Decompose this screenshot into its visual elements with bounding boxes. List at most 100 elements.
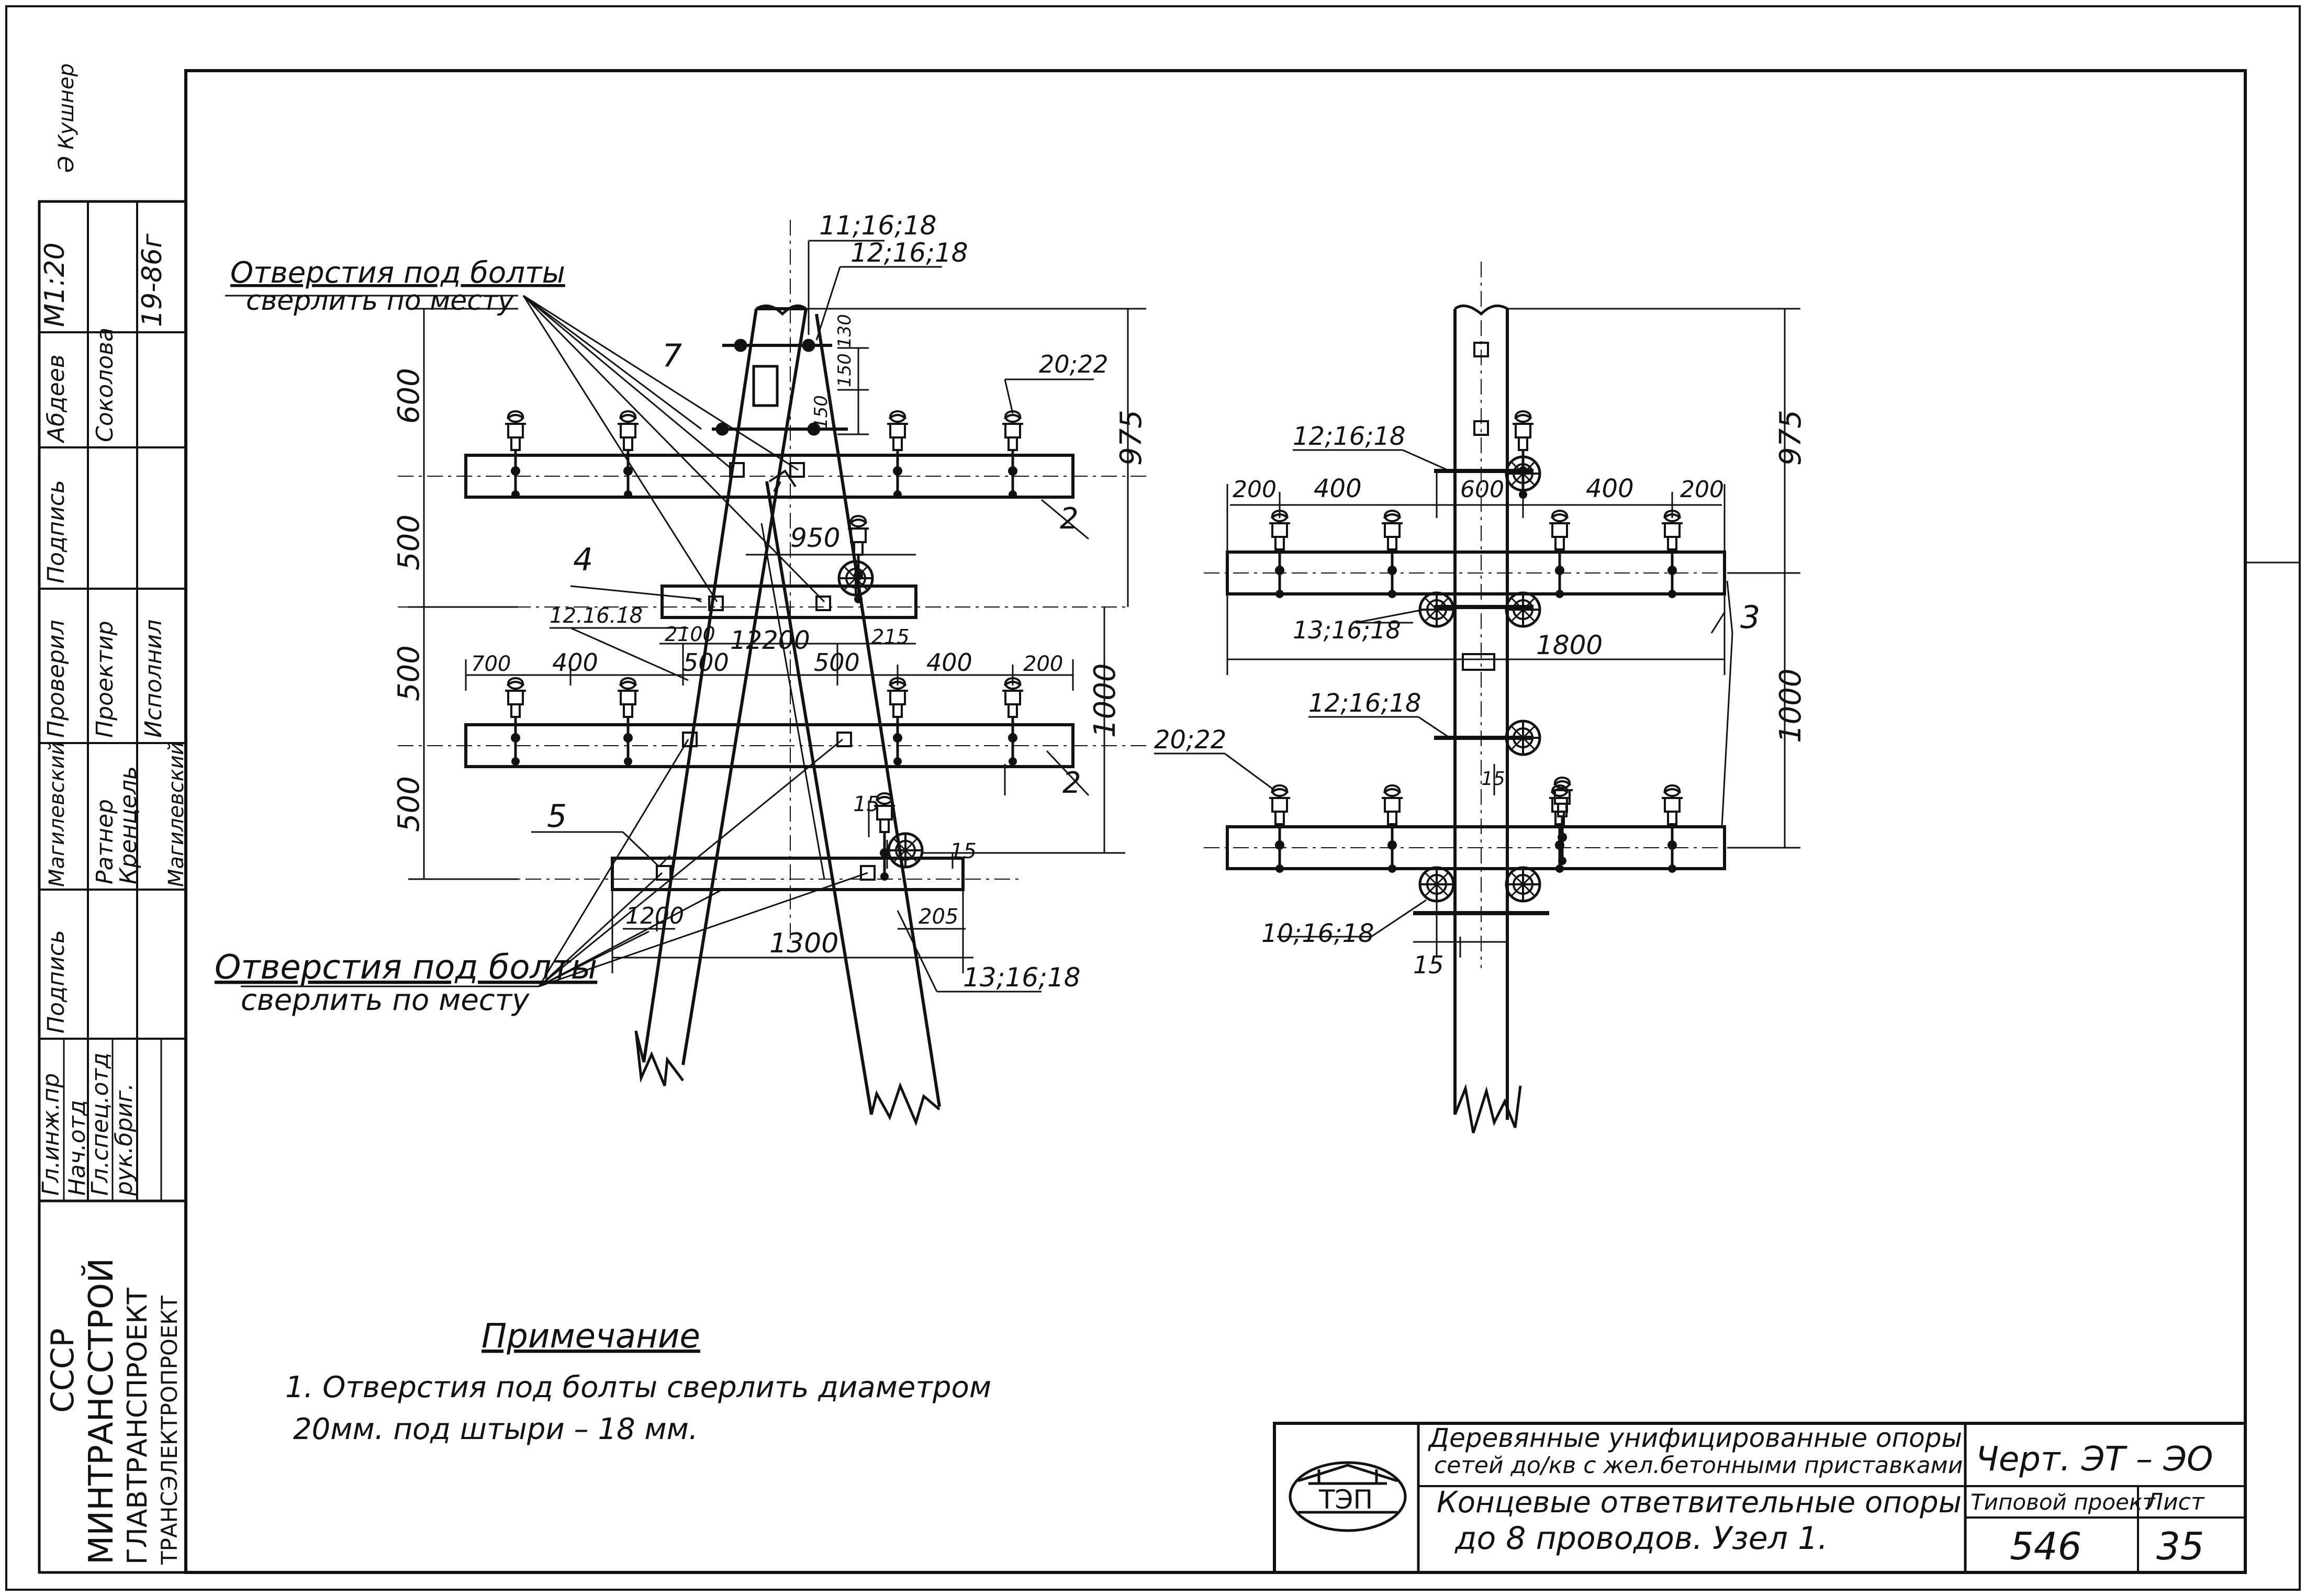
- org-4: ТРАНСЭЛЕКТРОПРОЕКТ: [156, 1296, 182, 1565]
- stamp-check-2: Проектир: [92, 621, 118, 738]
- dim-150a: 150: [811, 395, 832, 429]
- stamp-scale: М1:20: [39, 242, 71, 327]
- dim-v-500b: 500: [392, 645, 426, 701]
- right-dimensions: [1154, 308, 1800, 958]
- stamp-year: 19-86г: [137, 233, 168, 327]
- dim-205: 205: [919, 905, 958, 929]
- pos-2a: 2: [1060, 502, 1079, 536]
- stamp-check-1: Проверил: [43, 620, 70, 738]
- dim-v-1000: 1000: [1088, 663, 1122, 738]
- rv-dim-200b: 200: [1680, 476, 1724, 503]
- ref-12-16-18: 12.16.18: [550, 604, 643, 628]
- dim-15a: 15: [853, 792, 880, 816]
- stamp-name-a3: Кренцель: [115, 766, 142, 884]
- rv-dim-400b: 400: [1586, 474, 1634, 503]
- dim-215: 215: [871, 625, 910, 648]
- tb-desc-2: сетей до/кв с жел.бетонными приставками: [1434, 1452, 1963, 1479]
- title-block: [1273, 1422, 2247, 1574]
- dim-v-500c: 500: [392, 776, 426, 832]
- corner-mark: Ә Кушнер: [54, 63, 79, 173]
- notes: Примечание 1. Отверстия под болты сверли…: [285, 1317, 991, 1446]
- stamp-sign-1: Подпись: [43, 930, 70, 1033]
- rv-ref-4: 20;22: [1154, 725, 1226, 755]
- dim-12200: 12200: [730, 626, 810, 655]
- dim-1200: 1200: [625, 903, 684, 929]
- dim-v-975: 975: [1114, 410, 1148, 466]
- dim-v-500a: 500: [392, 514, 426, 570]
- tb-sheet: 35: [2156, 1524, 2204, 1568]
- stamp-sign-2: Подпись: [43, 480, 70, 583]
- tb-list-label: Лист: [2145, 1489, 2205, 1515]
- dim-h-700: 700: [471, 652, 511, 676]
- dim-150b: 150: [834, 353, 855, 387]
- pos-5: 5: [547, 798, 567, 835]
- ref-13-16-18: 13;16;18: [963, 962, 1081, 993]
- dim-v-600: 600: [392, 368, 426, 424]
- stamp-role-2: Нач.отд: [64, 1100, 91, 1196]
- rv-ref-5: 10;16;18: [1261, 919, 1374, 948]
- dim-h-500b: 500: [814, 648, 860, 677]
- rv-dim-15b: 15: [1413, 951, 1444, 979]
- tb-chert: Черт. ЭТ – ЭО: [1976, 1440, 2213, 1479]
- pos-4: 4: [573, 542, 593, 578]
- right-labels: 12;16;18 13;16;18 12;16;18 20;22 10;16;1…: [1154, 410, 1808, 979]
- stamp-name-c2: Соколова: [92, 328, 118, 442]
- ref-top-1: 11;16;18: [819, 210, 937, 241]
- hole-note-top-2: сверлить по месту: [246, 285, 514, 317]
- dim-2100: 2100: [665, 623, 715, 646]
- pos-7: 7: [662, 338, 682, 374]
- tb-typ-label: Типовой проект: [1971, 1489, 2156, 1515]
- rv-pos-3: 3: [1740, 599, 1760, 636]
- rv-dim-400a: 400: [1314, 474, 1362, 503]
- rv-dim-1800: 1800: [1536, 630, 1603, 660]
- rv-dim-600: 600: [1460, 476, 1504, 503]
- stamp-name-a1: Магилевский: [45, 741, 69, 887]
- rv-ref-1: 12;16;18: [1293, 422, 1406, 451]
- tb-project: 546: [2010, 1524, 2081, 1568]
- right-view: [1204, 262, 1738, 1133]
- rv-dim-15a: 15: [1481, 768, 1505, 790]
- stamp-name-a4: Магилевский: [164, 741, 188, 887]
- left-dimensions: [225, 240, 1146, 993]
- left-view: [398, 220, 1151, 1127]
- stamp-role-1: Гл.инж.пр: [38, 1073, 64, 1196]
- note-line-2: 20мм. под штыри – 18 мм.: [293, 1412, 698, 1446]
- note-line-1: 1. Отверстия под болты сверлить диаметро…: [285, 1370, 991, 1404]
- dim-130: 130: [834, 314, 855, 348]
- tb-desc-1: Деревянные унифицированные опоры: [1428, 1423, 1962, 1453]
- rv-ref-3: 12;16;18: [1308, 689, 1421, 718]
- dim-1300: 1300: [769, 928, 838, 959]
- stamp-role-4: рук.бриг.: [111, 1083, 138, 1196]
- approval-stamp: [38, 200, 187, 1574]
- org-1: СССР: [44, 1328, 81, 1413]
- stamp-name-c1: Абдеев: [43, 354, 70, 444]
- stamp-check-3: Исполнил: [140, 620, 167, 738]
- tb-desc-3: Концевые ответвительные опоры: [1437, 1486, 1962, 1520]
- dim-h-200: 200: [1023, 652, 1063, 676]
- tb-desc-4: до 8 проводов. Узел 1.: [1454, 1520, 1828, 1557]
- pos-2b: 2: [1062, 766, 1081, 800]
- rv-ref-2: 13;16;18: [1293, 616, 1401, 644]
- company-logo: [1289, 1461, 1407, 1532]
- rv-dim-200a: 200: [1233, 476, 1277, 503]
- ref-20-22: 20;22: [1039, 350, 1109, 378]
- org-2: МИНТРАНССТРОЙ: [81, 1258, 121, 1565]
- left-labels: Отверстия под болты сверлить по месту От…: [215, 210, 1148, 1017]
- hole-note-bottom-2: сверлить по месту: [241, 983, 530, 1017]
- rv-dim-975: 975: [1774, 410, 1808, 466]
- ref-top-2: 12;16;18: [850, 238, 968, 268]
- dim-15b: 15: [950, 839, 977, 863]
- note-title: Примечание: [482, 1317, 700, 1356]
- hole-note-top-1: Отверстия под болты: [230, 256, 565, 290]
- dim-h-400a: 400: [552, 648, 598, 677]
- stamp-role-3: Гл.спец.отд: [87, 1052, 114, 1196]
- sheet-frame: [5, 5, 2301, 1591]
- org-3: ГЛАВТРАНСПРОЕКТ: [122, 1288, 153, 1565]
- stamp-name-a2: Ратнер: [92, 799, 118, 884]
- logo-text: ТЭП: [1318, 1485, 1373, 1515]
- dim-h-400b: 400: [926, 648, 972, 677]
- dim-950: 950: [790, 523, 840, 553]
- dim-h-500a: 500: [683, 648, 729, 677]
- rv-dim-1000: 1000: [1774, 668, 1808, 743]
